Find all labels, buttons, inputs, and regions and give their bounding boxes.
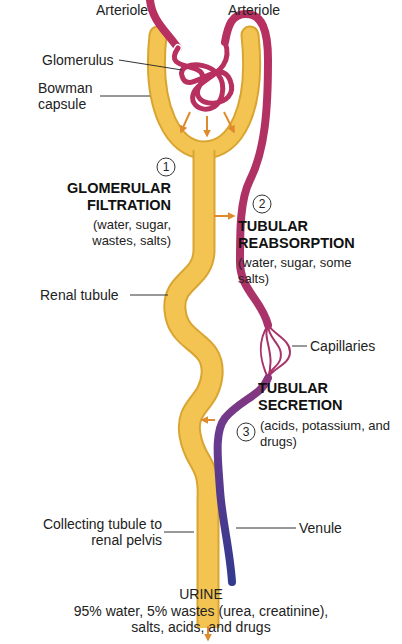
callout-number: 2: [253, 195, 271, 213]
part-label: Renal tubule: [40, 287, 128, 303]
part-label: Glomerulus: [42, 52, 132, 68]
process-note: (water, sugar, some salts): [238, 255, 353, 287]
part-label: Collecting tubule to renal pelvis: [36, 516, 162, 548]
process-heading: GLOMERULAR FILTRATION: [16, 180, 171, 214]
renal-tubule: [156, 35, 251, 628]
process-heading: TUBULAR REABSORPTION: [238, 218, 393, 252]
urine-caption: 95% water, 5% wastes (urea, creatinine),…: [56, 603, 346, 635]
callout-number: 3: [237, 423, 255, 441]
part-label: Venule: [299, 520, 369, 536]
part-label: Bowman capsule: [38, 80, 100, 112]
part-label: Capillaries: [310, 338, 395, 354]
flow-arrows: [181, 112, 234, 420]
process-note: (acids, potassium, and drugs): [260, 418, 395, 450]
vessel-label: Arteriole: [96, 2, 176, 18]
process-note: (water, sugar, wastes, salts): [56, 217, 171, 249]
process-heading: TUBULAR SECRETION: [258, 380, 383, 414]
blood-vessel: [150, 0, 290, 582]
leader-lines: [100, 60, 307, 532]
callout-number: 1: [157, 158, 175, 176]
callout-circles: [157, 158, 271, 441]
urine-heading: URINE: [101, 586, 301, 602]
vessel-label: Arteriole: [228, 2, 308, 18]
